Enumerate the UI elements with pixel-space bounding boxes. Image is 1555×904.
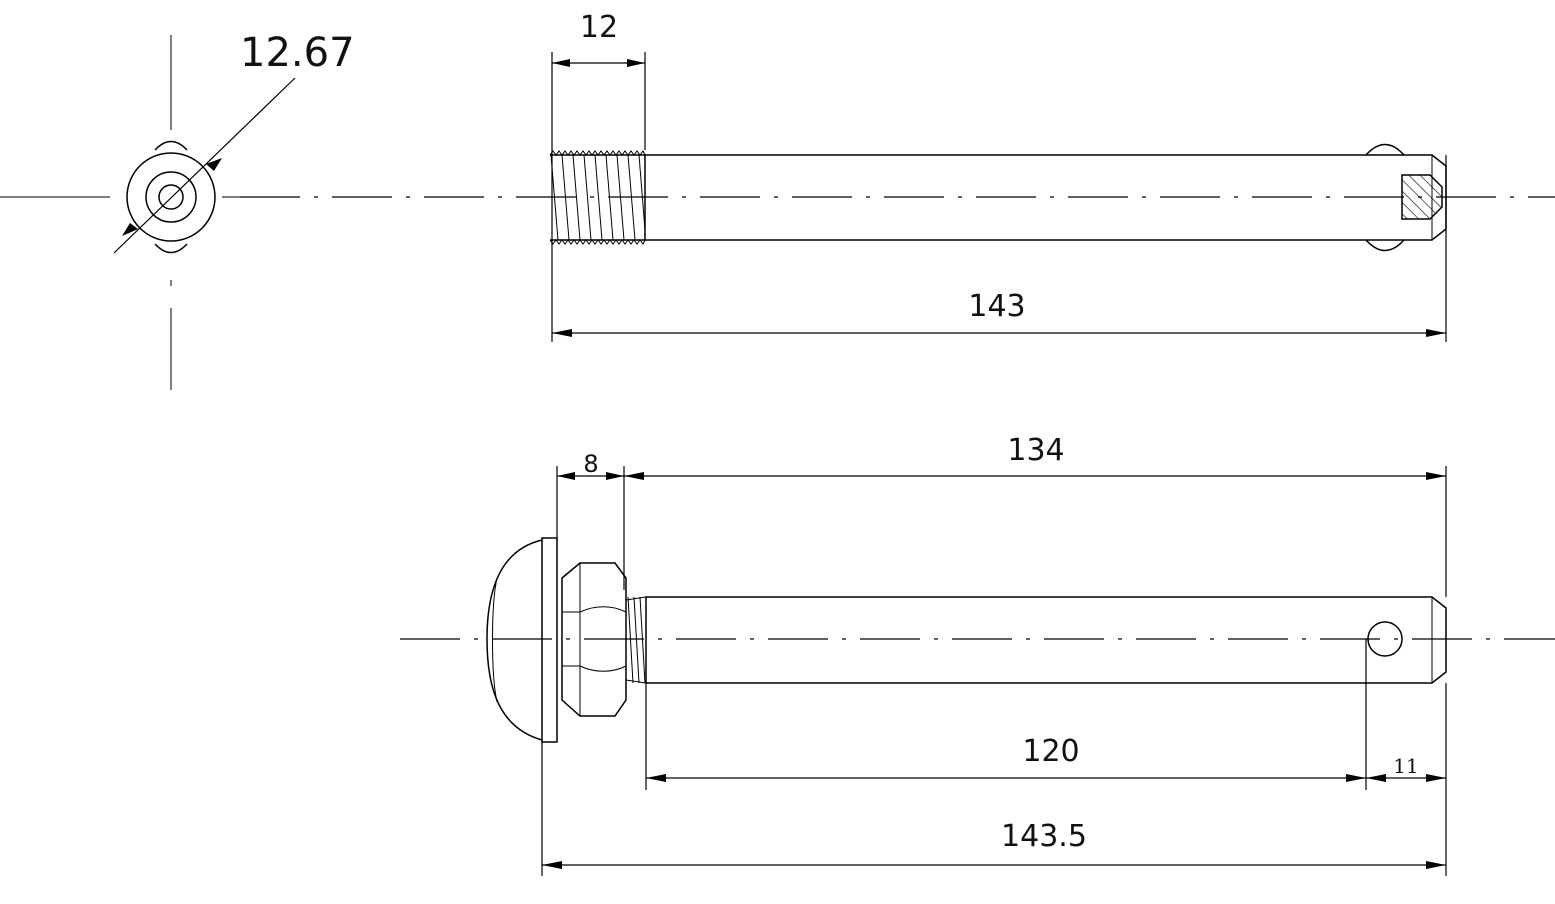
dim-143-arrow-right	[1426, 329, 1446, 337]
thread-crest-bottom	[549, 239, 646, 245]
washer	[541, 537, 558, 743]
dim-8-arrow-left	[557, 472, 575, 480]
top-cross-pin-lower	[1365, 239, 1405, 252]
dim-143-arrow-left	[552, 329, 572, 337]
bottom-thread-lines	[627, 596, 646, 684]
end-view: 12.67	[0, 30, 355, 390]
dim-8-label: 8	[583, 450, 598, 478]
inner-circle	[145, 171, 197, 223]
dim-134-arrow-right	[1426, 472, 1446, 480]
hex-nut-faces	[579, 606, 627, 672]
diameter-label: 12.67	[240, 30, 355, 76]
dim-143-5-arrow-right	[1426, 861, 1446, 869]
diameter-leader	[113, 77, 296, 254]
dim-134-arrow-left	[624, 472, 644, 480]
diameter-arrow-bottom	[122, 223, 138, 236]
dim-120-arrow-left	[646, 774, 666, 782]
dim-134-label: 134	[1007, 433, 1064, 468]
dim-12-arrow-right	[627, 59, 645, 67]
outer-circle	[126, 152, 216, 242]
diameter-arrow-top	[206, 158, 222, 171]
dim-143-5-label: 143.5	[1001, 819, 1087, 854]
top-cross-pin-upper	[1365, 143, 1405, 156]
dim-12-label: 12	[580, 10, 618, 45]
top-shank-outline	[645, 154, 1447, 241]
bottom-shank-outline	[645, 596, 1447, 684]
cross-pin-bottom	[154, 243, 188, 254]
dim-8-arrow-right	[606, 472, 624, 480]
section-hatch	[1402, 175, 1442, 219]
dim-120-arrow-right	[1346, 774, 1366, 782]
knob-dome	[486, 539, 543, 741]
dim-11-label: 11	[1393, 754, 1418, 778]
thread-lines	[550, 154, 646, 241]
bottom-assembly-view: 8 134 120 11 143.5	[400, 433, 1555, 876]
dim-120-label: 120	[1022, 734, 1079, 769]
dim-143-5-arrow-left	[542, 861, 562, 869]
dim-11-arrow-right	[1426, 774, 1446, 782]
dim-12-arrow-left	[552, 59, 570, 67]
thread-crest-top	[549, 150, 646, 156]
dim-11-arrow-left	[1366, 774, 1386, 782]
cross-pin-top	[154, 140, 188, 151]
top-pin-view: 12 143	[240, 10, 1555, 342]
center-circle	[158, 184, 184, 210]
dim-143-label: 143	[968, 289, 1025, 324]
cross-hole	[1367, 621, 1403, 657]
hex-nut-outline	[561, 562, 627, 717]
hex-nut-side-faces	[562, 611, 580, 667]
knob-inner-curve	[492, 577, 498, 703]
bottom-thread-outline	[625, 596, 647, 684]
